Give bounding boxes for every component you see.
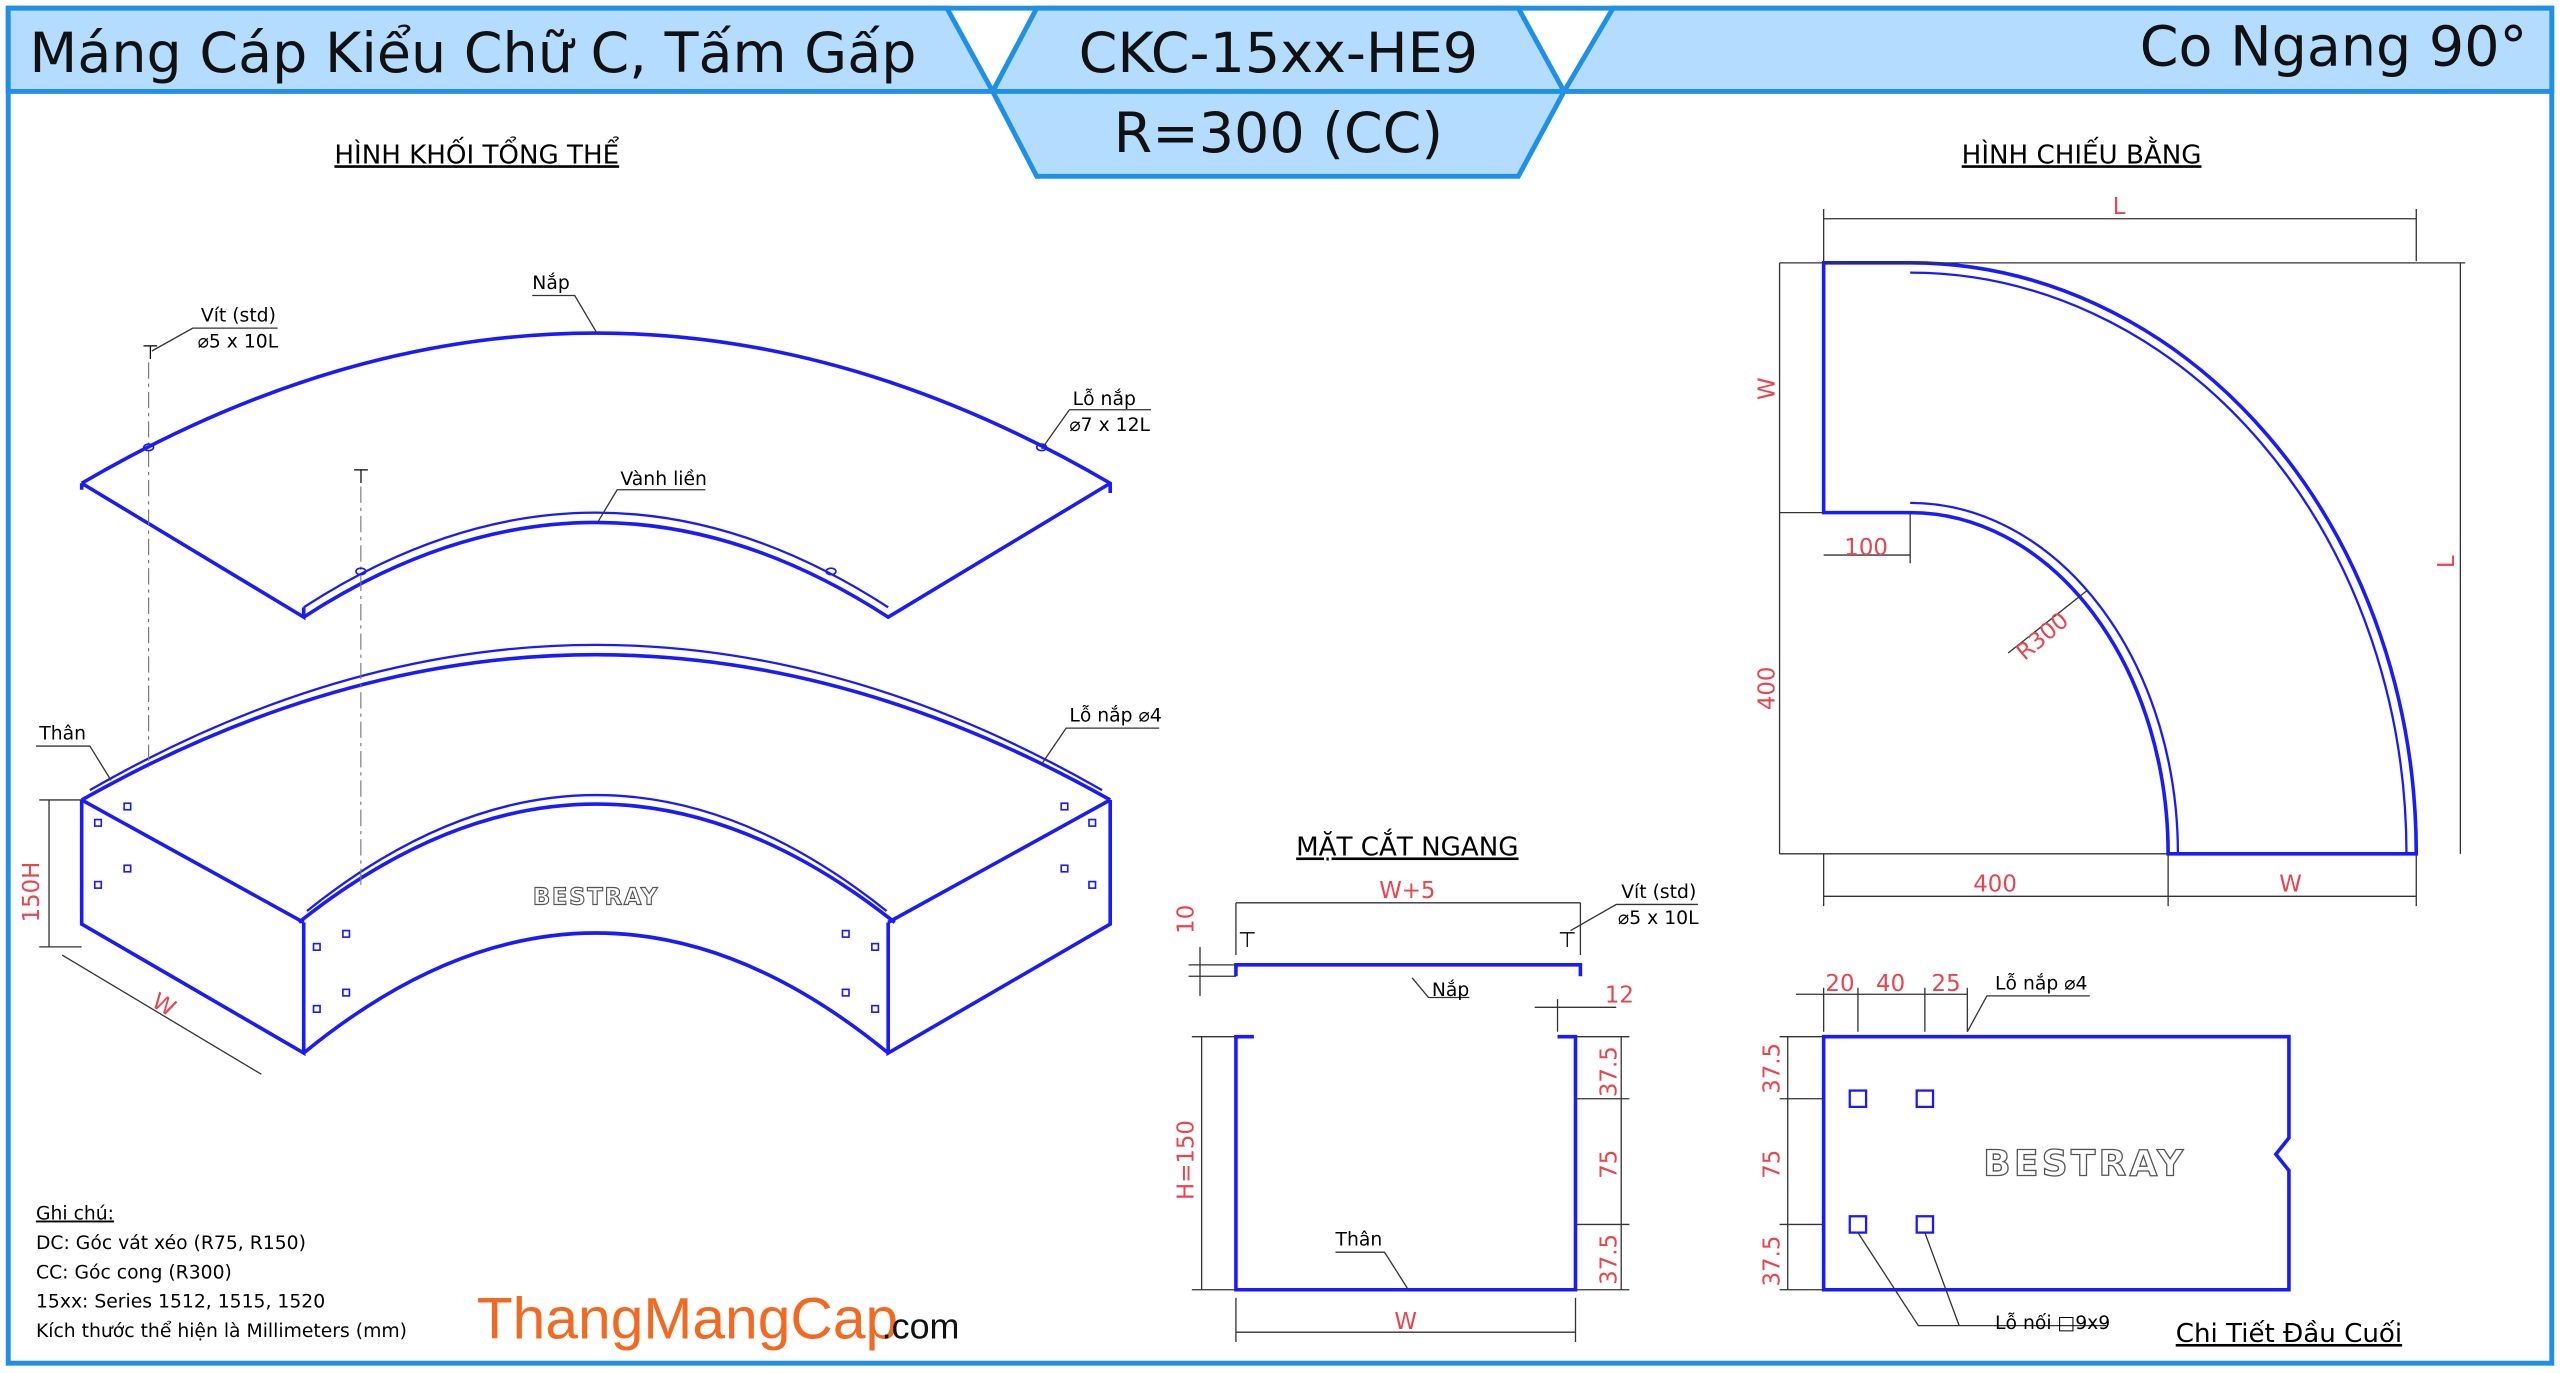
label-cover-hole-size: ⌀7 x 12L — [1069, 415, 1150, 436]
isometric-view: HÌNH KHỐI TỔNG THỂ ⊤ ⊤ Nắp Vít (std) ⌀5 … — [19, 135, 1162, 1075]
label-screw: Vít (std) — [201, 306, 276, 327]
dim-37-5-top: 37.5 — [1596, 1046, 1622, 1097]
body-outline — [79, 652, 1113, 1057]
dim-25: 25 — [1932, 971, 1961, 997]
dim-12: 12 — [1605, 982, 1634, 1008]
header-right-box — [1559, 5, 2555, 94]
plan-outline — [1821, 261, 2419, 856]
dim-W-left: W — [1755, 377, 1781, 400]
label-cover: Nắp — [532, 271, 569, 294]
label-body-hole: Lỗ nắp ⌀4 — [1069, 704, 1161, 727]
plan-title: HÌNH CHIẾU BẰNG — [1962, 135, 2202, 170]
notes-heading: Ghi chú: — [36, 1204, 114, 1225]
note-line: DC: Góc vát xéo (R75, R150) — [36, 1233, 306, 1254]
dim-100: 100 — [1844, 535, 1888, 561]
header-left-title: Máng Cáp Kiểu Chữ C, Tấm Gấp — [29, 21, 916, 86]
dim-L-right: L — [2434, 555, 2460, 568]
mounting-holes — [93, 443, 1097, 1014]
dimension-lines — [1778, 208, 2466, 907]
dim-end-75: 75 — [1760, 1150, 1786, 1179]
label-section-body: Thân — [1335, 1230, 1383, 1251]
dim-400-h: 400 — [1973, 871, 2017, 897]
dim-W-bottom: W — [2279, 871, 2302, 897]
header-right-title: Co Ngang 90° — [2140, 14, 2528, 79]
dim-40: 40 — [1876, 971, 1905, 997]
label-section-screw-size: ⌀5 x 10L — [1618, 908, 1699, 929]
leader-line — [1041, 409, 1152, 450]
label-section-cover: Nắp — [1432, 978, 1469, 1001]
dim-75: 75 — [1596, 1150, 1622, 1179]
end-detail-view: 20 40 25 37.5 75 37.5 Lỗ nắp ⌀4 Lỗ nối □… — [1760, 971, 2403, 1349]
label-end-cover-hole: Lỗ nắp ⌀4 — [1995, 971, 2087, 994]
dim-L-top: L — [2113, 194, 2126, 220]
screw-icon: ⊤ — [1558, 928, 1576, 953]
watermark-suffix: .com — [882, 1306, 960, 1347]
dim-w5: W+5 — [1379, 878, 1435, 904]
leader-line — [35, 745, 112, 781]
dim-width: W — [147, 988, 180, 1022]
section-body — [1234, 1034, 1578, 1292]
screw-icon: ⊤ — [352, 465, 369, 488]
leader-line — [151, 327, 278, 352]
cover-flange — [303, 511, 889, 609]
section-view: MẶT CẮT NGANG W+5 10 12 H=150 37.5 75 37… — [1173, 827, 1699, 1342]
screw-icon: ⊤ — [1238, 928, 1256, 953]
model-code: CKC-15xx-HE9 — [1079, 21, 1478, 86]
leader-line — [597, 489, 706, 523]
label-cover-hole: Lỗ nắp — [1073, 387, 1136, 410]
joint-holes — [1848, 1089, 1935, 1234]
section-title: MẶT CẮT NGANG — [1296, 827, 1518, 862]
note-line: 15xx: Series 1512, 1515, 1520 — [36, 1292, 325, 1313]
leader-line — [532, 294, 597, 332]
plan-view: HÌNH CHIẾU BẰNG L W L 100 R300 400 400 W — [1755, 135, 2466, 907]
label-flange: Vành liền — [620, 468, 707, 490]
label-section-screw: Vít (std) — [1621, 882, 1696, 903]
watermark-brand: ThangMangCap — [477, 1287, 898, 1352]
dimension-lines — [1779, 987, 2107, 1327]
dim-end-37-5-top: 37.5 — [1760, 1043, 1786, 1094]
leader-line — [1570, 903, 1698, 932]
screw-icon: ⊤ — [142, 341, 159, 364]
dim-radius: R300 — [2012, 608, 2074, 666]
section-cover — [1234, 963, 1583, 977]
leader-line — [1335, 1251, 1408, 1289]
plan-flange — [1910, 271, 2408, 854]
dim-10: 10 — [1173, 905, 1199, 934]
end-detail-outline — [1821, 1034, 2291, 1292]
label-screw-size: ⌀5 x 10L — [198, 332, 279, 353]
body-flange — [89, 643, 1103, 912]
dim-height: 150H — [19, 862, 45, 923]
leader-line — [1041, 727, 1160, 765]
iso-title: HÌNH KHỐI TỔNG THỂ — [334, 135, 619, 170]
note-line: CC: Góc cong (R300) — [36, 1262, 232, 1283]
dim-h150: H=150 — [1173, 1120, 1199, 1200]
notes: Ghi chú: DC: Góc vát xéo (R75, R150) CC:… — [36, 1204, 407, 1343]
brand-logo: BESTRAY — [533, 884, 659, 910]
radius-spec: R=300 (CC) — [1114, 101, 1443, 166]
dim-400-v: 400 — [1755, 667, 1781, 711]
label-joint-hole: Lỗ nối □9x9 — [1995, 1312, 2110, 1334]
cover-outline — [79, 331, 1113, 621]
dim-w: W — [1394, 1309, 1417, 1335]
dim-end-37-5-bottom: 37.5 — [1760, 1236, 1786, 1287]
note-line: Kích thước thể hiện là Millimeters (mm) — [36, 1320, 407, 1342]
dim-20: 20 — [1825, 971, 1854, 997]
brand-logo: BESTRAY — [1983, 1143, 2186, 1184]
end-detail-title: Chi Tiết Đầu Cuối — [2176, 1319, 2402, 1349]
dimension-lines — [39, 799, 262, 1075]
dim-37-5-bottom: 37.5 — [1596, 1234, 1622, 1285]
label-body: Thân — [38, 724, 86, 745]
dimension-lines — [1188, 902, 1630, 1342]
